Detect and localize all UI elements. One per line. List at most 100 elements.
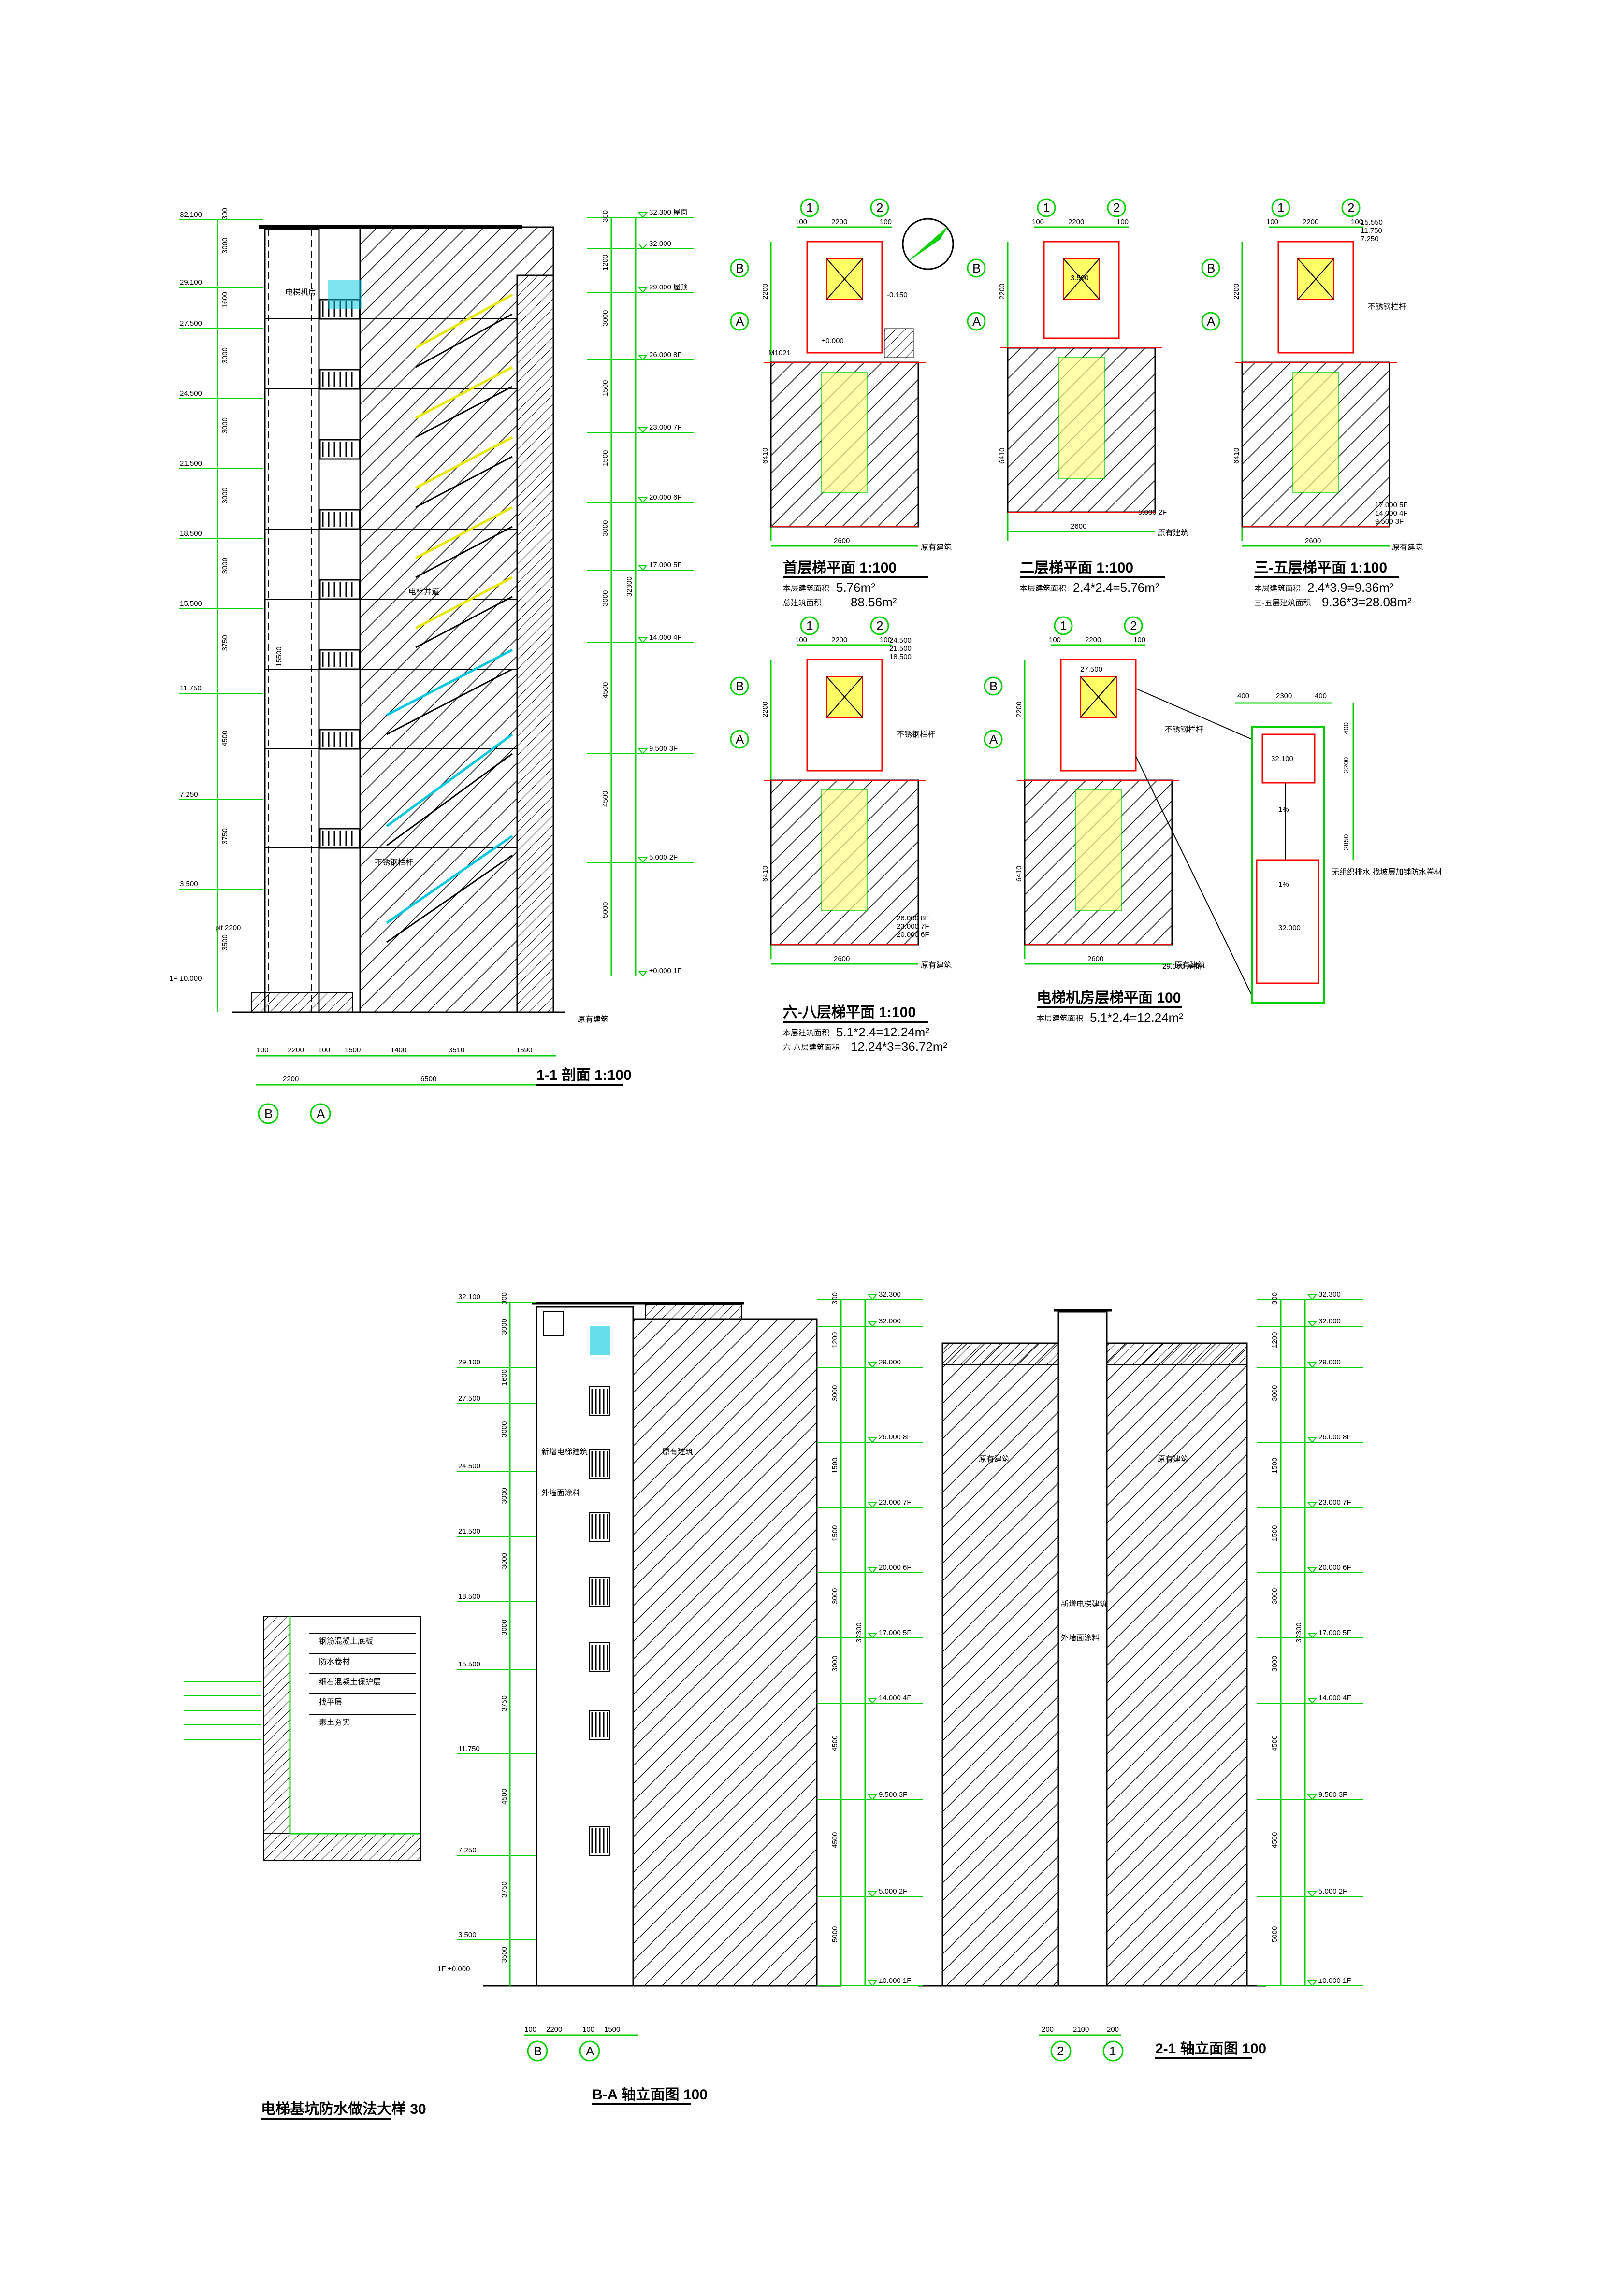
right-level: 29.000 bbox=[879, 1358, 901, 1366]
section-bottom-total-1: 2200 bbox=[283, 1075, 299, 1083]
elevation-b-a: 新增电梯建筑 外墙面涂料 原有建筑 32.10029.10027.50024.5… bbox=[437, 1292, 841, 2105]
plan-door: M1021 bbox=[768, 349, 791, 357]
elevation-2-1: 原有建筑 原有建筑 新增电梯建筑 外墙面涂料 200 2100 200 2 1 … bbox=[918, 1309, 1266, 2062]
right-level: ±0.000 1F bbox=[649, 967, 681, 975]
right-level: 32.300 bbox=[879, 1291, 901, 1299]
plan-title: 六-八层梯平面 1:100 bbox=[783, 1004, 916, 1020]
section-bottom-dim: 2200 bbox=[288, 1046, 304, 1054]
plan-axis-a: A bbox=[736, 732, 744, 746]
ba-left-level: 15.500 bbox=[458, 1660, 480, 1668]
ba-left-level: 24.500 bbox=[458, 1462, 480, 1470]
section-bottom-dim: 1500 bbox=[345, 1046, 361, 1054]
label-hoistway: 电梯井道 bbox=[408, 588, 439, 596]
plan-axis-b: B bbox=[736, 261, 744, 275]
e21-label-2: 原有建筑 bbox=[1158, 1455, 1188, 1464]
ba-left-dim: 3000 bbox=[500, 1488, 508, 1504]
ba-left-dim: 300 bbox=[500, 1292, 508, 1305]
plan-dim-left: 6410 bbox=[761, 866, 769, 882]
stair-flights bbox=[386, 293, 513, 943]
right-level: 17.000 5F bbox=[649, 561, 682, 569]
section-1-1: 32.10029.10027.50024.50021.50018.50015.5… bbox=[169, 208, 694, 1124]
plan-note2: 88.56m² bbox=[851, 595, 897, 609]
ba-axis-b: B bbox=[534, 2044, 542, 2058]
ba-left-level: 32.100 bbox=[458, 1293, 480, 1301]
ba-left-dim: 3750 bbox=[500, 1695, 508, 1711]
right-level: 5.000 2F bbox=[649, 853, 678, 861]
axis-b: B bbox=[264, 1106, 273, 1121]
plan-existing-label: 原有建筑 bbox=[921, 543, 952, 552]
plan-railing: 不锈钢栏杆 bbox=[1368, 302, 1406, 311]
section-left-level: 27.500 bbox=[180, 319, 202, 328]
existing-facade-hatch bbox=[632, 1318, 818, 1987]
e21-axis-1: 1 bbox=[1109, 2044, 1116, 2058]
ba-left-dim: 3000 bbox=[500, 1553, 508, 1569]
right-level: 32.000 bbox=[879, 1317, 901, 1325]
plan-width: 2600 bbox=[834, 955, 850, 963]
plan-railing: 不锈钢栏杆 bbox=[897, 730, 935, 739]
label-railing: 不锈钢栏杆 bbox=[375, 858, 413, 867]
pit-layer: 防水卷材 bbox=[319, 1657, 350, 1666]
right-level: 20.000 6F bbox=[879, 1564, 912, 1572]
plan-note2-label: 总建筑面积 bbox=[783, 599, 822, 607]
right-level: 14.000 4F bbox=[649, 633, 682, 642]
section-bottom-dim: 1400 bbox=[391, 1046, 406, 1054]
right-dim: 4500 bbox=[1271, 1832, 1279, 1848]
plan-dim-top: 100 bbox=[1032, 218, 1044, 226]
roof-dim-right-1: 400 bbox=[1342, 722, 1350, 734]
ground-level-label: 1F ±0.000 bbox=[169, 975, 202, 983]
right-level: 32.300 屋面 bbox=[649, 208, 688, 216]
section-left-level: 32.100 bbox=[180, 211, 202, 219]
elevator-tower bbox=[536, 1306, 634, 1987]
plan-dim-top: 100 bbox=[795, 218, 807, 226]
plan-title: 电梯机房层梯平面 100 bbox=[1037, 990, 1181, 1006]
section-left-dim: 3000 bbox=[221, 558, 229, 574]
right-dim: 3000 bbox=[831, 1385, 839, 1401]
plan-axis-b: B bbox=[736, 679, 744, 693]
pit-title: 电梯基坑防水做法大样 30 bbox=[261, 2101, 426, 2117]
plan-axis-1: 1 bbox=[806, 618, 813, 633]
section-left-dim: 3000 bbox=[221, 238, 229, 254]
right-level: 9.500 3F bbox=[1318, 1791, 1347, 1799]
label-cabin: 电梯机房 bbox=[285, 288, 316, 297]
plan-dim-top: 100 bbox=[795, 636, 807, 644]
ba-label-1: 新增电梯建筑 bbox=[541, 1448, 588, 1456]
plan-axis-a: A bbox=[989, 732, 998, 746]
plan-note1-label: 本层建筑面积 bbox=[783, 1029, 829, 1037]
section-bottom-total-2: 6500 bbox=[420, 1075, 436, 1083]
ba-left-level: 21.500 bbox=[458, 1527, 480, 1535]
section-left-dim: 3000 bbox=[221, 488, 229, 503]
plan-existing-label: 原有建筑 bbox=[1392, 543, 1423, 552]
right-total: 32300 bbox=[1295, 1622, 1303, 1643]
section-left-dim: 3750 bbox=[221, 635, 229, 651]
plan-level: 20.000 6F bbox=[897, 931, 929, 939]
plan-axis-a: A bbox=[736, 314, 744, 329]
right-dim: 1500 bbox=[601, 380, 609, 396]
pit-layer: 素土夯实 bbox=[319, 1718, 350, 1727]
elevator-tower-2 bbox=[1057, 1311, 1108, 1987]
plan-level: 7.250 bbox=[1361, 235, 1379, 243]
left-level-dimensions: 32.10029.10027.50024.50021.50018.50015.5… bbox=[179, 208, 263, 1012]
plan-note1-label: 本层建筑面积 bbox=[1254, 584, 1301, 593]
plan-existing-label: 原有建筑 bbox=[1158, 529, 1188, 537]
ba-left-dim: 1600 bbox=[500, 1369, 508, 1385]
e21-dim-1: 200 bbox=[1042, 2025, 1054, 2034]
north-arrow-icon bbox=[902, 218, 954, 270]
plan-dim-left: 6410 bbox=[998, 448, 1006, 464]
ba-bottom-dim: 2200 bbox=[546, 2025, 562, 2034]
plan-note1-label: 本层建筑面积 bbox=[783, 584, 829, 593]
plan-note2: 12.24*3=36.72m² bbox=[851, 1039, 948, 1054]
ba-left-dim: 4500 bbox=[500, 1789, 508, 1805]
roof-level-1: 32.100 bbox=[1271, 755, 1293, 763]
ba-left-dim: 3000 bbox=[500, 1620, 508, 1636]
e21-axis-2: 2 bbox=[1057, 2044, 1064, 2058]
right-dim: 1200 bbox=[1271, 1332, 1279, 1348]
plan-axis-a: A bbox=[972, 314, 981, 329]
roof-dim-top-2: 2300 bbox=[1276, 692, 1292, 700]
annex-hatch-fill bbox=[517, 275, 553, 1012]
plan-level: 11.750 bbox=[1361, 227, 1382, 235]
